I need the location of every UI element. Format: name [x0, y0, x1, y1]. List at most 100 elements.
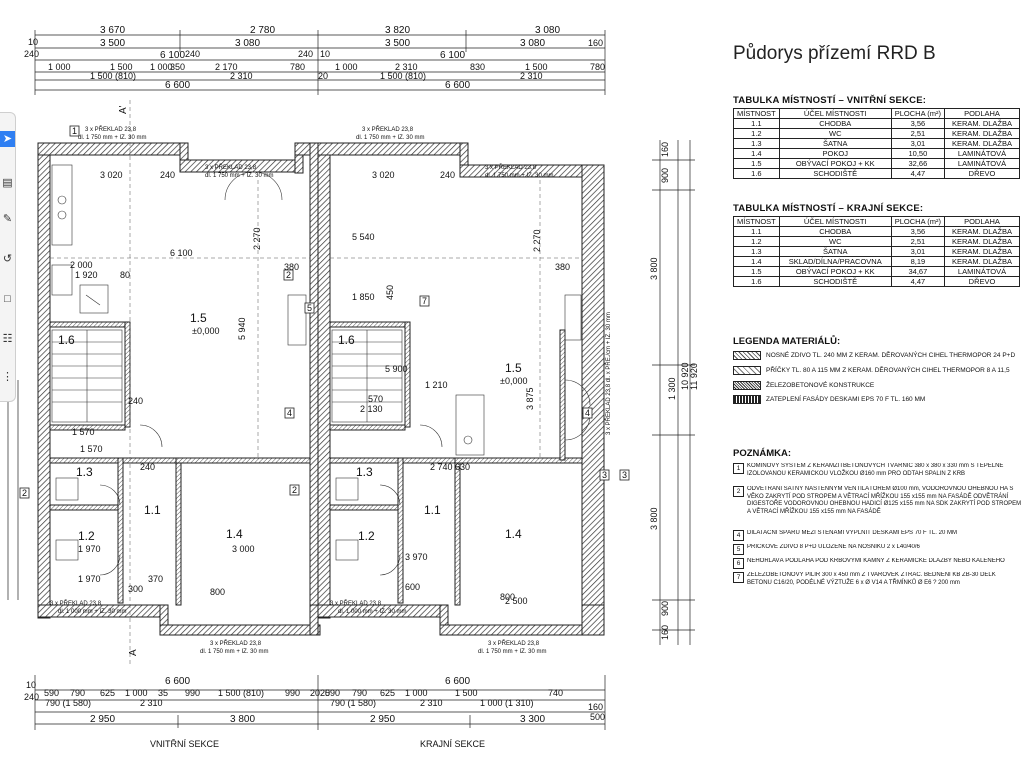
dimension-label: 2 950: [90, 714, 115, 725]
dimension-label: 6 600: [445, 676, 470, 687]
dimension-label: 240: [440, 170, 455, 180]
dimension-label: 4: [287, 408, 292, 418]
dimension-label: 2: [22, 488, 27, 498]
room-1-5-outer: 1.5: [505, 361, 522, 375]
dimension-label: 590: [44, 688, 59, 698]
table-cell: SCHODIŠTĚ: [778, 168, 892, 179]
table-cell: 4,47: [890, 168, 946, 179]
table-cell: KERAM. DLAŽBA: [944, 256, 1021, 267]
dimension-label: 240: [24, 49, 39, 59]
lintel-note-1: 3 x PŘEKLAD 23,8: [85, 125, 137, 133]
table-header: PLOCHA (m²): [890, 108, 946, 119]
highlighter-icon[interactable]: ↺: [2, 253, 13, 265]
cursor-icon[interactable]: ➤: [0, 131, 15, 147]
table-cell: 1.3: [733, 138, 780, 149]
dimension-label: 5 940: [237, 317, 247, 340]
dimension-label: 10 920: [680, 362, 690, 390]
hatch-swatch-icon: [733, 366, 761, 375]
dimension-label: 1 500: [455, 688, 478, 698]
lintel-note-1-sub: dl. 1 750 mm + IZ. 30 mm: [78, 135, 147, 141]
dimension-label: 1 000: [405, 688, 428, 698]
dimension-label: 3 000: [232, 544, 255, 554]
dimension-label: 380: [555, 262, 570, 272]
dimension-label: 10: [320, 49, 330, 59]
table-header: PLOCHA (m²): [890, 216, 946, 227]
hatch-swatch-icon: [733, 395, 761, 404]
dimension-label: 11 920: [689, 363, 699, 390]
table-cell: KERAM. DLAŽBA: [944, 236, 1021, 247]
table-header: MÍSTNOST: [733, 108, 780, 119]
legend-item: PŘÍČKY TL. 80 A 115 MM Z KERAM. DĚROVANÝ…: [733, 366, 1023, 375]
dimension-label: 2 740: [430, 462, 453, 472]
dimension-label: 2 310: [230, 71, 253, 81]
dimension-label: 630: [455, 462, 470, 472]
table-cell: CHODBA: [778, 118, 892, 129]
table-cell: 3,56: [890, 118, 946, 129]
table-cell: SCHODIŠTĚ: [778, 276, 892, 287]
table-cell: KERAM. DLAŽBA: [944, 226, 1021, 237]
table-cell: KERAM. DLAŽBA: [944, 128, 1021, 139]
lintel-note-8-sub: dl. 1 750 mm + IZ. 30 mm: [478, 649, 547, 655]
table-cell: 2,51: [890, 236, 946, 247]
dimension-label: 3 080: [235, 38, 260, 49]
dimension-label: 1 500 (810): [90, 71, 136, 81]
room-1-2-outer: 1.2: [358, 529, 375, 543]
table-cell: 1.1: [733, 118, 780, 129]
room-1-3-outer: 1.3: [356, 465, 373, 479]
table-cell: 1.5: [733, 158, 780, 169]
dimension-label: 2 310: [520, 71, 543, 81]
dimension-label: 830: [470, 62, 485, 72]
table-cell: WC: [778, 128, 892, 139]
lintel-note-4-sub: dl. 1 750 mm + IZ. 30 mm: [485, 173, 554, 179]
dimension-label: 240: [185, 49, 200, 59]
dimension-label: 790 (1 580): [45, 698, 91, 708]
dimension-label: 1 000: [125, 688, 148, 698]
more-icon[interactable]: ⋮: [2, 371, 13, 383]
dimension-label: 6 100: [170, 248, 193, 258]
dimension-label: 20: [318, 71, 328, 81]
room-1-1-inner: 1.1: [144, 503, 161, 517]
table-cell: WC: [778, 236, 892, 247]
dimension-label: 625: [380, 688, 395, 698]
select-box-icon[interactable]: □: [4, 293, 11, 305]
note-marker: [304, 302, 315, 314]
table-cell: POKOJ: [778, 148, 892, 159]
dimension-label: 1 500 (810): [218, 688, 264, 698]
pen-icon[interactable]: ✎: [2, 213, 13, 225]
dimension-label: 2 130: [360, 404, 383, 414]
dimension-label: 790 (1 580): [330, 698, 376, 708]
table-cell: 1.4: [733, 256, 780, 267]
dimension-label: 500: [590, 712, 605, 722]
level-outer: ±0,000: [500, 376, 527, 386]
dimension-label: 1 970: [78, 544, 101, 554]
dimension-label: 2: [292, 485, 297, 495]
note-marker: [419, 295, 430, 307]
dimension-label: 160: [588, 38, 603, 48]
table-cell: 1.2: [733, 128, 780, 139]
pillar-note: 3 x PŘEKLAD 23,8 dl. x PŘE./cm + IZ. 30 …: [604, 312, 612, 435]
table-cell: SKLAD/DÍLNA/PRACOVNA: [778, 256, 892, 267]
legend-item: ZATEPLENÍ FASÁDY DESKAMI EPS 70 F TL. 16…: [733, 395, 1023, 404]
note-marker: [69, 125, 80, 137]
stamp-icon[interactable]: ☷: [2, 333, 13, 345]
section-label-inner: VNITŘNÍ SEKCE: [150, 739, 220, 749]
table-cell: LAMINÁTOVÁ: [944, 148, 1021, 159]
dimension-label: 780: [290, 62, 305, 72]
dimension-label: 7: [422, 296, 427, 306]
lintel-note-5-sub: dl. 1 000 mm + IZ. 30 mm: [58, 609, 127, 615]
table-cell: KERAM. DLAŽBA: [944, 138, 1021, 149]
dimension-label: 3 020: [100, 170, 123, 180]
dimension-label: 800: [500, 592, 515, 602]
dimension-label: 3 875: [525, 387, 535, 410]
note-icon[interactable]: ▤: [2, 177, 13, 189]
